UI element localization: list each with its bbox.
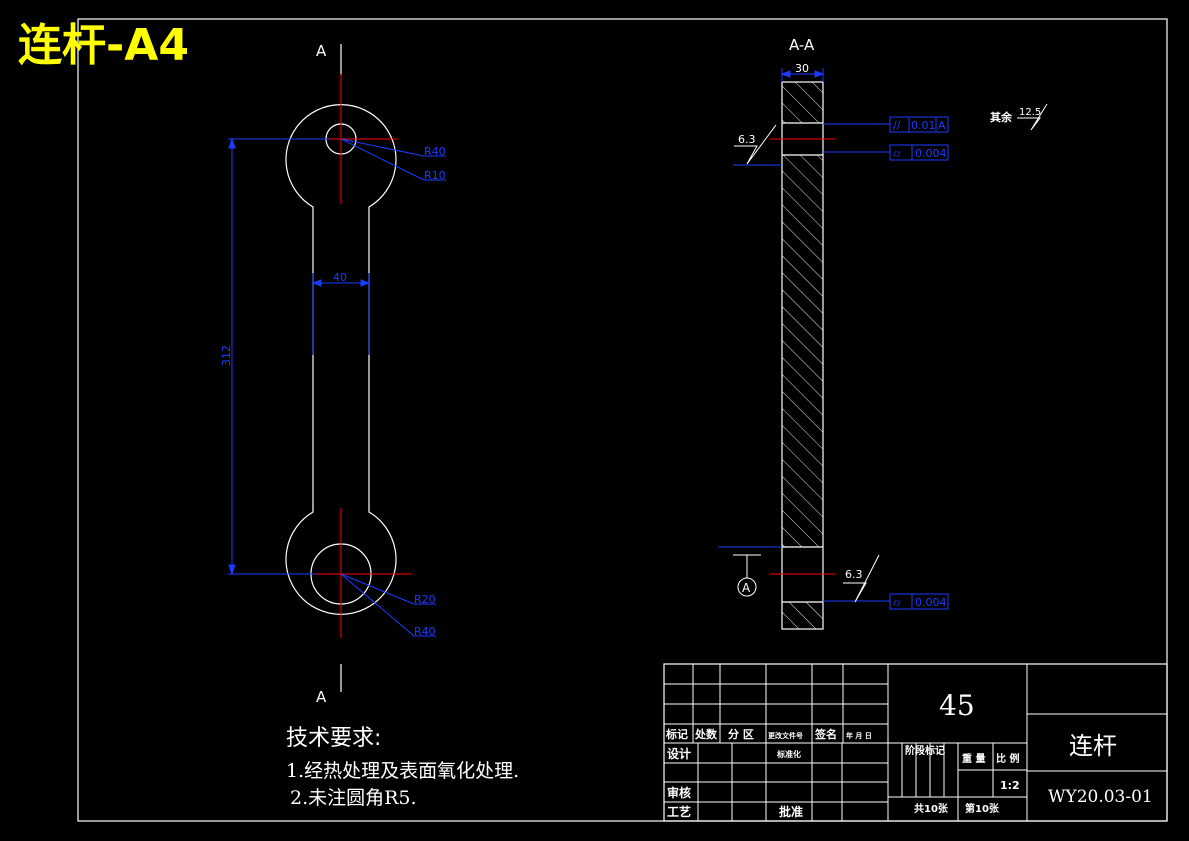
- sheets-total: 共10张: [914, 802, 949, 815]
- section-view: A-A 30: [718, 36, 1048, 630]
- dim-top-inner-radius: R10: [424, 169, 446, 182]
- connecting-rod-outline: [285, 104, 397, 615]
- dim-shank-width: 40: [333, 271, 347, 284]
- stage-mark-label: 阶 段 标 记: [905, 744, 945, 757]
- section-mark-bottom: A: [316, 688, 327, 706]
- datum-label: A: [742, 581, 751, 595]
- material-value: 45: [939, 689, 975, 722]
- parallelism-symbol: //: [893, 119, 901, 132]
- tolerance-2-value: 0.004: [915, 147, 947, 160]
- scale-label: 比 例: [996, 752, 1019, 765]
- title-block: [663, 663, 1168, 822]
- roughness-rest-value: 12.5: [1019, 107, 1041, 118]
- tech-requirement-2: 2.未注圆角R5.: [290, 787, 417, 809]
- roughness-symbol-bottom: [843, 554, 880, 603]
- tolerance-frame-2: [889, 144, 949, 161]
- front-view: A A: [220, 42, 446, 706]
- title-overlay: 连杆-A4: [18, 20, 189, 71]
- tolerance-frame-3: [889, 593, 949, 610]
- sheet-number: 第10张: [965, 802, 1000, 815]
- tolerance-3-value: 0.004: [915, 596, 947, 609]
- change-label-zone: 分 区: [728, 727, 754, 741]
- dim-bottom-outer-radius: R40: [414, 625, 436, 638]
- centerlines: [270, 74, 412, 638]
- approval-label: 批准: [779, 804, 803, 819]
- section-outline: [781, 81, 824, 630]
- weight-label: 重 量: [962, 752, 985, 765]
- change-label-doc: 更改文件号: [768, 731, 803, 740]
- role-process: 工艺: [667, 804, 691, 819]
- change-label-count: 处数: [694, 727, 718, 741]
- roughness-bottom-value: 6.3: [845, 568, 863, 581]
- change-label-mark: 标记: [665, 727, 688, 741]
- datum-symbol: [733, 554, 761, 597]
- front-dimensions: [228, 137, 446, 637]
- tech-requirements-heading: 技术要求:: [286, 726, 381, 751]
- standardization-label: 标准化: [776, 749, 801, 759]
- sheet-border: [77, 18, 1168, 822]
- change-label-sign: 签名: [814, 727, 837, 741]
- tolerance-frame-1: [889, 116, 949, 133]
- roughness-top-value: 6.3: [738, 133, 756, 146]
- change-label-date: 年 月 日: [846, 731, 872, 740]
- tolerance-1-value: 0.01: [911, 119, 936, 132]
- section-label: A-A: [789, 36, 815, 54]
- tolerance-1-datum: A: [938, 119, 946, 132]
- dim-top-outer-radius: R40: [424, 145, 446, 158]
- section-mark-top: A: [316, 42, 327, 60]
- scale-value: 1:2: [1000, 779, 1020, 792]
- cylindricity-symbol: ⌭: [893, 147, 901, 160]
- role-design: 设计: [667, 746, 691, 761]
- dim-bottom-inner-radius: R20: [414, 593, 436, 606]
- drawing-number: WY20.03-01: [1048, 787, 1153, 807]
- roughness-symbol-top: [734, 124, 777, 165]
- roughness-symbol-rest: [1017, 103, 1048, 131]
- role-review: 审核: [667, 785, 691, 800]
- dim-center-distance: 312: [220, 345, 233, 366]
- tech-requirements: 技术要求: 1.经热处理及表面氧化处理. 2.未注圆角R5.: [286, 726, 519, 809]
- tech-requirement-1: 1.经热处理及表面氧化处理.: [286, 760, 519, 782]
- roughness-rest-prefix: 其余: [990, 110, 1013, 124]
- cylindricity-symbol: ⌭: [893, 596, 901, 609]
- part-name: 连杆: [1069, 732, 1117, 760]
- dim-thickness: 30: [795, 62, 809, 75]
